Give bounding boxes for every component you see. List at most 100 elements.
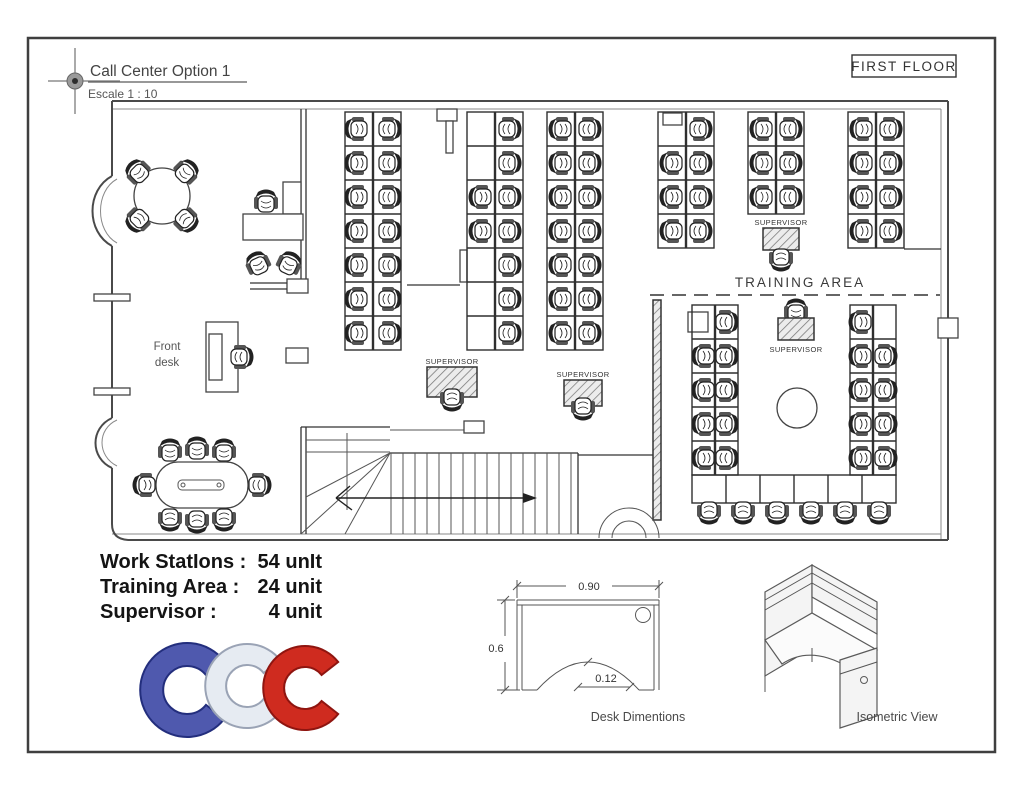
front-desk-label-line1: Front bbox=[154, 341, 182, 353]
column bbox=[286, 278, 309, 294]
chair-icon bbox=[848, 184, 873, 210]
chair-icon bbox=[467, 184, 492, 210]
column bbox=[463, 420, 485, 434]
chair-icon bbox=[498, 320, 523, 346]
supervisor-label: SUPERVISOR bbox=[425, 357, 478, 366]
chair-icon bbox=[184, 435, 210, 460]
chair-icon bbox=[578, 150, 603, 176]
stair-direction-arrow bbox=[335, 485, 537, 511]
chair-icon bbox=[715, 343, 740, 369]
chair-icon bbox=[570, 397, 596, 422]
chair-icon bbox=[578, 184, 603, 210]
chair-icon bbox=[157, 508, 183, 533]
supervisor-station-2: SUPERVISOR bbox=[556, 370, 609, 422]
chair-icon bbox=[848, 150, 873, 176]
chair-icon bbox=[658, 150, 683, 176]
conference-area bbox=[131, 435, 273, 535]
conference-table-detail bbox=[177, 479, 225, 491]
chair-icon bbox=[578, 320, 603, 346]
legend-value: 24 unit bbox=[258, 576, 323, 598]
desk-width-dim: 0.90 bbox=[578, 581, 599, 593]
door-swing-arc bbox=[598, 507, 660, 539]
unit-legend: Work StatIons : 54 unIt Training Area : … bbox=[100, 551, 322, 623]
chair-icon bbox=[439, 388, 465, 413]
chair-icon bbox=[690, 377, 715, 403]
chair-icon bbox=[378, 286, 403, 312]
chair-icon bbox=[715, 445, 740, 471]
chair-icon bbox=[343, 286, 368, 312]
chair-icon bbox=[847, 411, 872, 437]
chair-icon bbox=[748, 150, 773, 176]
staircase bbox=[300, 420, 579, 535]
chair-icon bbox=[378, 252, 403, 278]
chair-icon bbox=[578, 116, 603, 142]
title-block: Call Center Option 1 Escale 1 : 10 bbox=[48, 48, 247, 114]
office-desk bbox=[242, 213, 304, 241]
floor-label-text: FIRST FLOOR bbox=[851, 59, 957, 74]
chair-icon bbox=[798, 501, 824, 526]
supervisor-station-4: SUPERVISOR bbox=[769, 297, 822, 354]
reception-area: Front desk bbox=[120, 154, 309, 393]
chair-icon bbox=[343, 252, 368, 278]
chair-icon bbox=[847, 309, 872, 335]
training-bank-right bbox=[847, 304, 899, 476]
round-table bbox=[776, 387, 818, 429]
logo-letter-c-red bbox=[262, 645, 340, 731]
chair-icon bbox=[211, 437, 237, 462]
chair-icon bbox=[848, 218, 873, 244]
desk-inset-dim: 0.12 bbox=[595, 673, 616, 685]
workstation-bank-6 bbox=[847, 111, 905, 249]
front-desk-counter bbox=[208, 333, 223, 381]
chair-icon bbox=[748, 116, 773, 142]
supervisor-label: SUPERVISOR bbox=[754, 218, 807, 227]
chair-icon bbox=[498, 218, 523, 244]
chair-icon bbox=[847, 445, 872, 471]
chair-icon bbox=[696, 501, 722, 526]
chair-icon bbox=[715, 411, 740, 437]
supervisor-label: SUPERVISOR bbox=[769, 345, 822, 354]
legend-value: 54 unIt bbox=[258, 551, 323, 573]
stair-treads bbox=[390, 453, 572, 534]
front-desk-label-line2: desk bbox=[155, 357, 180, 369]
supervisor-label: SUPERVISOR bbox=[556, 370, 609, 379]
drawing-title: Call Center Option 1 bbox=[90, 63, 230, 80]
chair-icon bbox=[879, 150, 904, 176]
partition-stub bbox=[445, 120, 454, 154]
chair-icon bbox=[779, 150, 804, 176]
chair-icon bbox=[230, 344, 255, 370]
legend-label: Work StatIons : bbox=[100, 551, 246, 573]
logo-letter-c-blue bbox=[139, 642, 226, 738]
chair-icon bbox=[658, 184, 683, 210]
chair-icon bbox=[498, 252, 523, 278]
chair-icon bbox=[879, 184, 904, 210]
isometric-caption: Isometric View bbox=[856, 710, 938, 724]
chair-icon bbox=[689, 150, 714, 176]
isometric-view: Isometric View bbox=[764, 563, 938, 729]
chair-icon bbox=[343, 218, 368, 244]
iso-pedestal bbox=[839, 647, 878, 729]
logo-letter-c-silver bbox=[204, 643, 282, 729]
chair-icon bbox=[768, 248, 794, 273]
chair-icon bbox=[715, 309, 740, 335]
workstation-bank-2 bbox=[466, 111, 524, 351]
chair-icon bbox=[848, 116, 873, 142]
cabinet bbox=[687, 311, 709, 333]
desk-height-dim: 0.6 bbox=[488, 643, 503, 655]
chair-icon bbox=[866, 501, 892, 526]
chair-icon bbox=[879, 218, 904, 244]
chair-icon bbox=[690, 445, 715, 471]
sheet-border bbox=[26, 36, 997, 754]
door-jamb bbox=[93, 293, 131, 302]
chair-icon bbox=[241, 246, 274, 279]
chair-icon bbox=[467, 218, 492, 244]
workstation-bank-4 bbox=[657, 111, 715, 249]
chair-icon bbox=[578, 252, 603, 278]
chair-icon bbox=[690, 411, 715, 437]
desk-outline bbox=[516, 599, 660, 691]
chair-icon bbox=[343, 150, 368, 176]
supervisor-desk bbox=[777, 317, 815, 341]
chair-icon bbox=[498, 184, 523, 210]
chair-icon bbox=[547, 150, 572, 176]
